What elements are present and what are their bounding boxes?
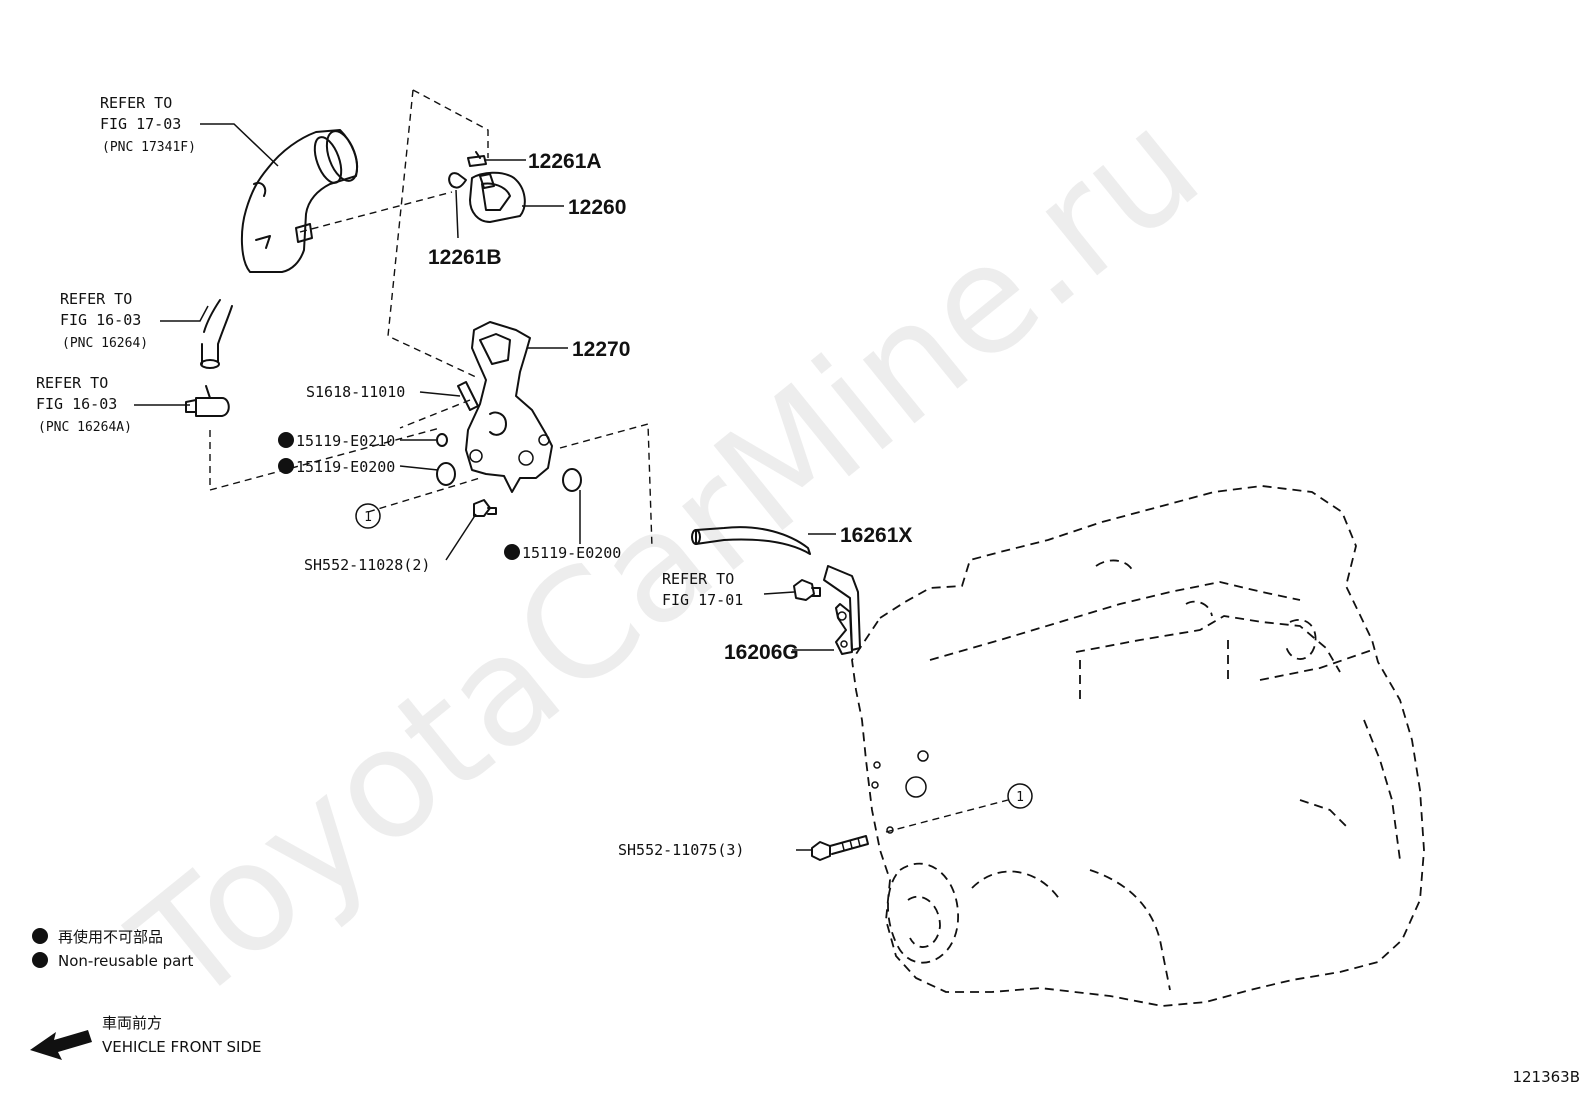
pin-S1618 <box>457 381 479 411</box>
svg-text:(PNC 16264): (PNC 16264) <box>62 336 148 351</box>
part-label-12270: 12270 <box>572 338 630 361</box>
part-label-e0210: 15119-E0210 <box>278 432 395 450</box>
non-reusable-dot <box>504 544 520 560</box>
pipe-16261X <box>691 526 811 555</box>
bracket-16206G <box>823 565 861 655</box>
callout-circle-1-right: 1 <box>1007 783 1033 809</box>
svg-text:(PNC 17341F): (PNC 17341F) <box>102 140 196 155</box>
part-label-e0200-right: 15119-E0200 <box>504 544 621 562</box>
clamp-12261B <box>448 172 467 189</box>
svg-text:Non-reusable part: Non-reusable part <box>58 952 193 970</box>
clamp-illustration <box>185 385 230 417</box>
leader-lines <box>134 123 836 851</box>
callout-circle-1-left: 1 <box>355 503 381 529</box>
illustration-code: 121363B <box>1512 1068 1580 1086</box>
non-reusable-dot <box>278 432 294 448</box>
legend-dot-jp <box>32 928 48 944</box>
refer-label-fig17-03: REFER TO FIG 17-03 (PNC 17341F) <box>100 94 196 155</box>
clamp-12261A <box>467 151 487 167</box>
o-ring-e0200-left <box>436 462 456 486</box>
part-label-12261A: 12261A <box>528 150 602 173</box>
part-label-16261X: 16261X <box>840 524 912 547</box>
svg-text:REFER TO: REFER TO <box>100 94 172 112</box>
legend-dot-en <box>32 952 48 968</box>
bolt-fig17-01 <box>793 579 821 601</box>
part-label-12261B: 12261B <box>428 246 502 269</box>
refer-label-fig17-01: REFER TO FIG 17-01 <box>662 570 743 609</box>
svg-text:FIG 17-01: FIG 17-01 <box>662 591 743 609</box>
intake-pipe-illustration <box>240 129 359 273</box>
svg-text:再使用不可部品: 再使用不可部品 <box>58 928 163 946</box>
part-label-16206G: 16206G <box>724 641 799 664</box>
refer-label-fig16-03-clamp: REFER TO FIG 16-03 (PNC 16264A) <box>36 374 132 435</box>
o-ring-e0210 <box>436 433 448 447</box>
part-label-e0200-left: 15119-E0200 <box>278 458 395 476</box>
svg-text:REFER TO: REFER TO <box>662 570 734 588</box>
hose-illustration <box>200 299 233 369</box>
svg-text:FIG 16-03: FIG 16-03 <box>36 395 117 413</box>
engine-block-outline <box>851 485 1425 1007</box>
svg-text:15119-E0210: 15119-E0210 <box>296 432 395 450</box>
svg-text:FIG 16-03: FIG 16-03 <box>60 311 141 329</box>
bolt-sh552-11028 <box>473 499 497 517</box>
legend-non-reusable: 再使用不可部品 Non-reusable part <box>32 928 193 970</box>
svg-text:15119-E0200: 15119-E0200 <box>296 458 395 476</box>
svg-text:1: 1 <box>1016 790 1024 805</box>
svg-text:(PNC 16264A): (PNC 16264A) <box>38 420 132 435</box>
svg-text:VEHICLE FRONT SIDE: VEHICLE FRONT SIDE <box>102 1038 262 1056</box>
guide-lines <box>209 89 1009 833</box>
bracket-12270 <box>465 321 553 493</box>
hose-12260 <box>469 171 526 223</box>
front-arrow-icon <box>30 1030 92 1060</box>
svg-text:1: 1 <box>364 510 372 525</box>
o-ring-e0200-right <box>562 468 582 492</box>
watermark-text: ToyotaCarMine.ru <box>102 78 1231 1039</box>
svg-text:FIG 17-03: FIG 17-03 <box>100 115 181 133</box>
part-label-sh552-11028: SH552-11028(2) <box>304 556 430 574</box>
refer-label-fig16-03-hose: REFER TO FIG 16-03 (PNC 16264) <box>60 290 148 351</box>
svg-text:REFER TO: REFER TO <box>60 290 132 308</box>
part-label-12260: 12260 <box>568 196 626 219</box>
svg-text:15119-E0200: 15119-E0200 <box>522 544 621 562</box>
part-label-s1618: S1618-11010 <box>306 383 405 401</box>
part-label-sh552-11075: SH552-11075(3) <box>618 841 744 859</box>
svg-text:REFER TO: REFER TO <box>36 374 108 392</box>
bolt-sh552-11075 <box>811 835 869 861</box>
non-reusable-dot <box>278 458 294 474</box>
svg-text:車両前方: 車両前方 <box>102 1014 162 1032</box>
vehicle-front-indicator: 車両前方 VEHICLE FRONT SIDE <box>30 1014 262 1060</box>
